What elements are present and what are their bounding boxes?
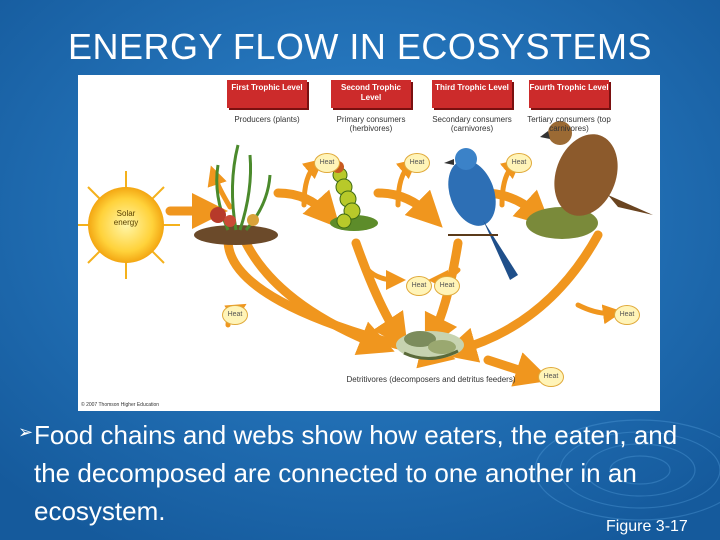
heat-bubble: Heat: [222, 305, 248, 325]
blue-bird-icon: [444, 148, 518, 280]
detritivores-icon: [396, 331, 464, 360]
hawk-icon: [526, 121, 653, 239]
heat-bubble: Heat: [314, 153, 340, 173]
heat-bubble: Heat: [404, 153, 430, 173]
heat-bubble: Heat: [506, 153, 532, 173]
heat-bubble: Heat: [406, 276, 432, 296]
producers-label: Producers (plants): [234, 115, 300, 124]
copyright-note: © 2007 Thomson Higher Education: [81, 402, 160, 408]
energy-flow-diagram: First Trophic Level Second Trophic Level…: [78, 75, 660, 411]
heat-bubble: Heat: [614, 305, 640, 325]
detritivores-label: Detritivores (decomposers and detritus f…: [346, 375, 516, 384]
sun-icon: [88, 187, 164, 263]
level-box-third: Third Trophic Level: [432, 80, 512, 108]
figure-number: Figure 3-17: [606, 518, 688, 535]
heat-bubble: Heat: [434, 276, 460, 296]
level-box-first: First Trophic Level: [227, 80, 307, 108]
heat-bubble: Heat: [538, 367, 564, 387]
tertiary-consumers-label: Tertiary consumers (top carnivores): [527, 115, 611, 133]
slide-title: ENERGY FLOW IN ECOSYSTEMS: [68, 26, 652, 67]
bullet-text: Food chains and webs show how eaters, th…: [34, 420, 678, 526]
level-box-fourth: Fourth Trophic Level: [529, 80, 609, 108]
solar-energy-label: Solar energy: [113, 209, 139, 227]
primary-consumers-label: Primary consumers (herbivores): [336, 115, 406, 133]
caterpillar-icon: [330, 161, 378, 231]
plants-icon: [194, 144, 278, 245]
secondary-consumers-label: Secondary consumers (carnivores): [432, 115, 512, 133]
level-box-second: Second Trophic Level: [331, 80, 411, 108]
diagram-graphics: [78, 121, 653, 387]
arrow-bullet-icon: ➢: [18, 422, 34, 442]
